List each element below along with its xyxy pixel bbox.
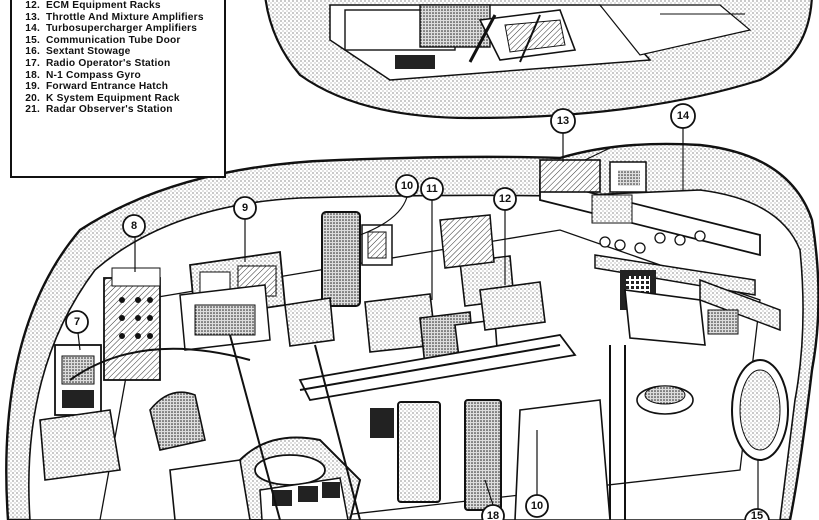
legend-item: 15. Communication Tube Door <box>12 35 224 47</box>
callout-circle-12 <box>493 187 517 211</box>
legend-number: 16. <box>25 46 40 58</box>
leader-lines <box>77 128 759 510</box>
callout-circle-18 <box>481 504 505 520</box>
legend-label: Throttle And Mixture Amplifiers <box>46 11 204 23</box>
callout-circle-10a <box>395 174 419 198</box>
legend-label: Radio Operator's Station <box>46 57 171 69</box>
legend-label: Turbosupercharger Amplifiers <box>46 23 198 35</box>
equipment-rack-8 <box>103 267 161 381</box>
legend-label: N-1 Compass Gyro <box>46 69 141 81</box>
legend-number: 13. <box>25 11 40 23</box>
legend-item: 13. Throttle And Mixture Amplifiers <box>12 12 224 24</box>
legend-item: 20. K System Equipment Rack <box>12 93 224 105</box>
callout-circle-9 <box>233 196 257 220</box>
callout-circle-10b <box>525 494 549 518</box>
callout-7: 7 <box>74 316 80 328</box>
legend-label: Sextant Stowage <box>46 46 131 58</box>
callout-9: 9 <box>242 202 248 214</box>
equipment-rack-7 <box>54 344 102 416</box>
panel-9 <box>179 250 286 351</box>
callout-circle-15 <box>744 508 770 520</box>
callout-circle-14 <box>670 103 696 129</box>
right-side-equipment <box>609 270 789 520</box>
legend-label: Radar Observer's Station <box>46 104 173 116</box>
legend-number: 17. <box>25 57 40 69</box>
legend-number: 14. <box>25 23 40 35</box>
legend-label: Communication Tube Door <box>46 34 181 46</box>
legend-item: 12. ECM Equipment Racks <box>12 0 224 12</box>
callout-14: 14 <box>677 110 690 122</box>
callout-circle-13 <box>550 108 576 134</box>
legend-item: 18. N-1 Compass Gyro <box>12 70 224 82</box>
legend-number: 18. <box>25 69 40 81</box>
upper-fuselage-section <box>264 0 813 120</box>
callout-circle-7 <box>65 310 89 334</box>
legend-number: 19. <box>25 81 40 93</box>
callout-circle-8 <box>122 214 146 238</box>
legend-item: 21. Radar Observer's Station <box>12 104 224 116</box>
legend-label: ECM Equipment Racks <box>46 0 161 11</box>
foreground-seats-and-hatch <box>39 334 611 520</box>
legend-number: 21. <box>25 104 40 116</box>
callout-13: 13 <box>557 115 569 127</box>
legend-item: 17. Radio Operator's Station <box>12 58 224 70</box>
legend-label: Forward Entrance Hatch <box>46 81 169 93</box>
callout-8: 8 <box>131 220 137 232</box>
callout-15: 15 <box>751 510 763 520</box>
legend-number: 20. <box>25 92 40 104</box>
callout-12: 12 <box>499 193 511 205</box>
legend-box: 12. ECM Equipment Racks 13. Throttle And M… <box>10 0 226 178</box>
callout-10b: 10 <box>531 500 543 512</box>
legend-item: 19. Forward Entrance Hatch <box>12 81 224 93</box>
legend-item: 14. Turbosupercharger Amplifiers <box>12 23 224 35</box>
legend-number: 15. <box>25 34 40 46</box>
callout-11: 11 <box>426 183 438 195</box>
callout-18: 18 <box>487 510 499 520</box>
legend-number: 12. <box>25 0 40 11</box>
legend-item: 16. Sextant Stowage <box>12 46 224 58</box>
callout-circles <box>65 103 770 520</box>
center-equipment <box>284 214 577 401</box>
callout-10a: 10 <box>401 180 413 192</box>
legend-list: 12. ECM Equipment Racks 13. Throttle And M… <box>12 0 224 116</box>
callout-circle-11 <box>420 177 444 201</box>
legend-label: K System Equipment Rack <box>46 92 180 104</box>
